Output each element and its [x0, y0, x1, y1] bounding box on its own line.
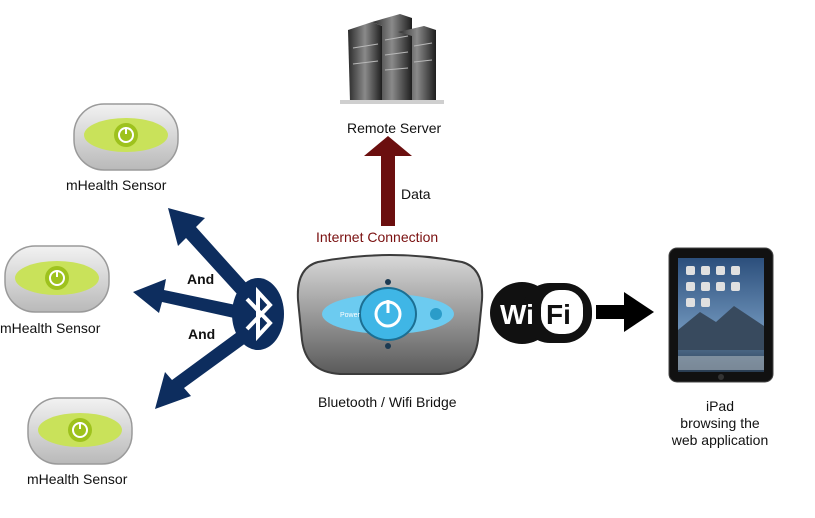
ipad-icon — [668, 247, 774, 383]
ipad-label-line2: browsing the — [680, 415, 760, 431]
bluetooth-icon — [232, 278, 284, 350]
sensor-icon-top — [73, 103, 179, 171]
ipad-label-line3: web application — [671, 432, 769, 448]
bridge-device-icon: Power — [296, 254, 484, 375]
sensor-icon-bottom — [27, 397, 133, 465]
wifi-logo-icon: Wi Fi — [490, 282, 592, 344]
and-label-2: And — [188, 326, 216, 342]
bridge-label: Bluetooth / Wifi Bridge — [318, 394, 457, 410]
data-label: Data — [401, 186, 431, 202]
data-arrow — [364, 136, 412, 226]
internet-connection-label: Internet Connection — [316, 229, 439, 245]
ipad-label: iPad browsing the web application — [650, 398, 790, 449]
wifi-arrow — [596, 292, 654, 332]
remote-server-label: Remote Server — [347, 120, 442, 136]
sensor-label-bottom: mHealth Sensor — [27, 471, 128, 487]
and-label-1: And — [187, 271, 215, 287]
bluetooth-arrows — [133, 208, 258, 409]
sensor-icon-middle — [4, 245, 110, 313]
ipad-label-line1: iPad — [705, 398, 735, 414]
wifi-wi-text: Wi — [500, 299, 534, 330]
sensor-label-middle: mHealth Sensor — [0, 320, 101, 336]
bridge-power-label: Power — [340, 312, 361, 319]
server-icon — [340, 14, 444, 104]
wifi-fi-text: Fi — [546, 299, 571, 330]
sensor-label-top: mHealth Sensor — [66, 177, 167, 193]
